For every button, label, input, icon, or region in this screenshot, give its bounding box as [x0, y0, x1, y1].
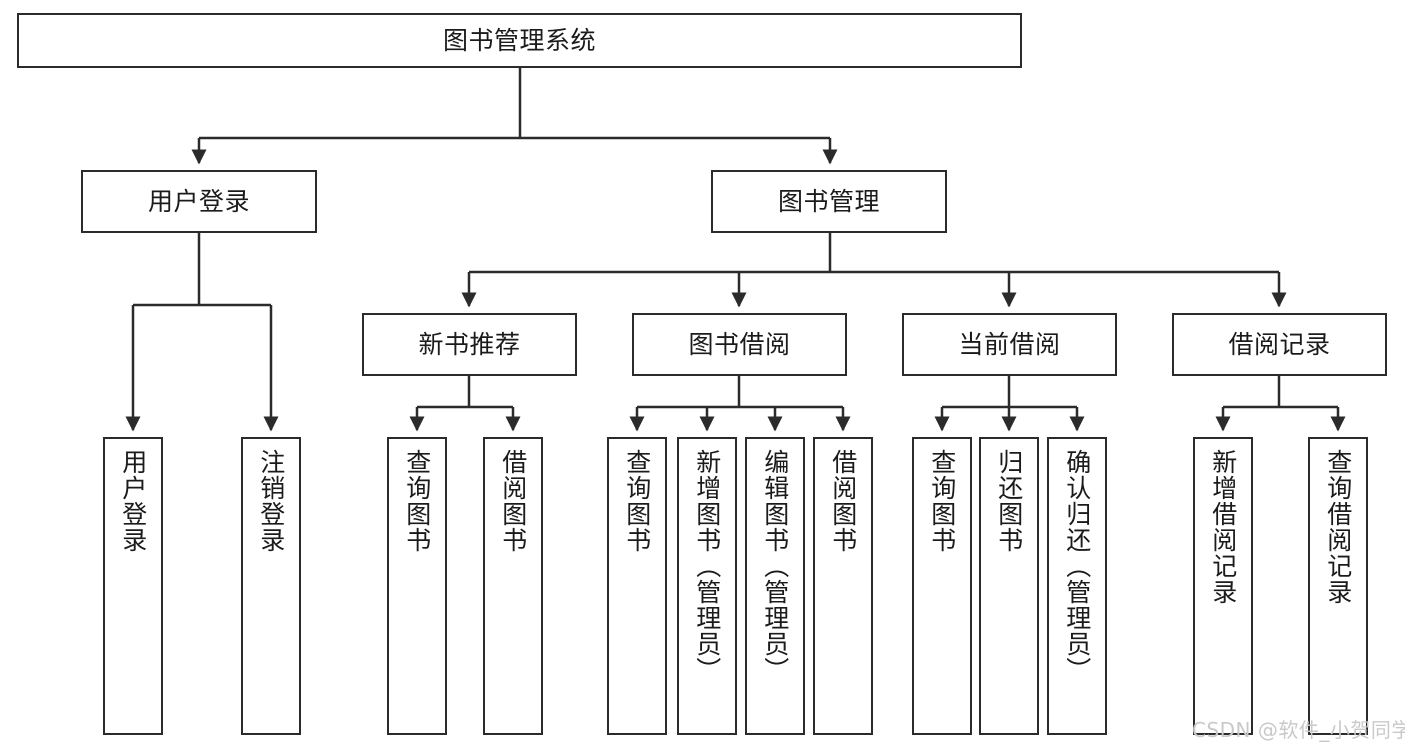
node-leaf-query-book-2[interactable]: 查询图书 [607, 437, 667, 735]
node-leaf-user-login-label: 用户登录 [118, 449, 148, 553]
node-leaf-edit-book-label: 编辑图书（管理员） [760, 449, 790, 683]
node-leaf-confirm-return[interactable]: 确认归还（管理员） [1047, 437, 1107, 735]
node-book-borrow[interactable]: 图书借阅 [632, 313, 847, 376]
node-user-login-label: 用户登录 [147, 186, 250, 216]
node-leaf-user-login[interactable]: 用户登录 [103, 437, 163, 735]
node-borrow-record[interactable]: 借阅记录 [1172, 313, 1387, 376]
node-leaf-query-book-3[interactable]: 查询图书 [912, 437, 972, 735]
node-current-borrow-label: 当前借阅 [958, 329, 1061, 359]
node-leaf-borrow-book-1[interactable]: 借阅图书 [483, 437, 543, 735]
node-leaf-add-record-label: 新增借阅记录 [1208, 449, 1238, 605]
node-leaf-borrow-book-2[interactable]: 借阅图书 [813, 437, 873, 735]
node-leaf-user-logout[interactable]: 注销登录 [241, 437, 301, 735]
node-leaf-query-book-1-label: 查询图书 [402, 449, 432, 553]
node-leaf-query-record-label: 查询借阅记录 [1323, 449, 1353, 605]
node-book-borrow-label: 图书借阅 [688, 329, 791, 359]
node-leaf-query-book-2-label: 查询图书 [622, 449, 652, 553]
node-book-manage-label: 图书管理 [777, 186, 880, 216]
node-root[interactable]: 图书管理系统 [17, 13, 1022, 68]
node-leaf-borrow-book-2-label: 借阅图书 [828, 449, 858, 553]
node-leaf-add-book-label: 新增图书（管理员） [692, 449, 722, 683]
node-book-manage[interactable]: 图书管理 [711, 170, 947, 233]
node-leaf-return-book[interactable]: 归还图书 [979, 437, 1039, 735]
csdn-watermark: CSDN @软件_小贺同学 [1192, 718, 1405, 742]
node-leaf-borrow-book-1-label: 借阅图书 [498, 449, 528, 553]
node-leaf-confirm-return-label: 确认归还（管理员） [1062, 449, 1092, 683]
node-leaf-query-record[interactable]: 查询借阅记录 [1308, 437, 1368, 735]
node-leaf-return-book-label: 归还图书 [994, 449, 1024, 553]
node-user-login[interactable]: 用户登录 [81, 170, 317, 233]
node-current-borrow[interactable]: 当前借阅 [902, 313, 1117, 376]
node-borrow-record-label: 借阅记录 [1228, 329, 1331, 359]
node-new-book-rec[interactable]: 新书推荐 [362, 313, 577, 376]
node-leaf-edit-book[interactable]: 编辑图书（管理员） [745, 437, 805, 735]
node-leaf-query-book-1[interactable]: 查询图书 [387, 437, 447, 735]
node-leaf-user-logout-label: 注销登录 [256, 449, 286, 553]
node-root-label: 图书管理系统 [442, 25, 596, 55]
node-leaf-query-book-3-label: 查询图书 [927, 449, 957, 553]
node-leaf-add-book[interactable]: 新增图书（管理员） [677, 437, 737, 735]
node-new-book-rec-label: 新书推荐 [418, 329, 521, 359]
node-leaf-add-record[interactable]: 新增借阅记录 [1193, 437, 1253, 735]
